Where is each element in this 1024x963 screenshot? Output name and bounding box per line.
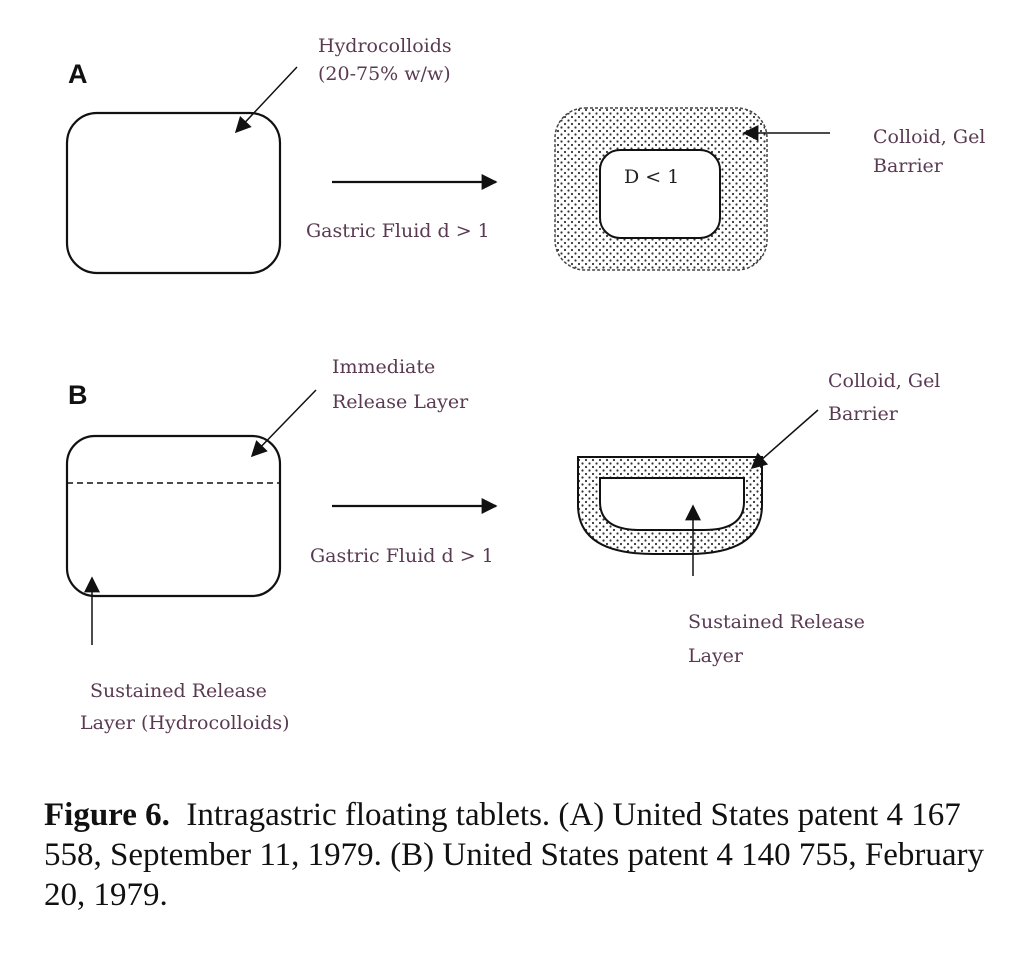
barrier-label-b-line2: Barrier — [828, 403, 899, 425]
tablet-a-before — [65, 111, 282, 275]
hydrocolloids-pointer-arrow — [234, 66, 298, 134]
immediate-label-line2: Release Layer — [332, 391, 469, 413]
hydrocolloids-label-line1: Hydrocolloids — [318, 35, 452, 57]
tablet-core-a — [599, 149, 721, 239]
panel-a-letter: A — [68, 59, 88, 89]
floating-tablets-diagram: A Hydrocolloids (20-75% w/w) Gastric Flu… — [65, 35, 985, 734]
immediate-label-line1: Immediate — [332, 356, 435, 378]
core-density-label: D < 1 — [624, 166, 679, 188]
sustained-right-line1: Sustained Release — [688, 611, 865, 633]
sustained-left-line2: Layer (Hydrocolloids) — [80, 712, 290, 734]
barrier-pointer-arrow-b — [750, 409, 819, 470]
immediate-layer-pointer-arrow — [250, 389, 317, 458]
figure-caption: Figure 6. Intragastric floating tablets.… — [44, 795, 994, 915]
figure-caption-text: Intragastric floating tablets. (A) Unite… — [44, 797, 985, 913]
barrier-label-a-line2: Barrier — [873, 155, 944, 177]
tablet-b-before — [65, 434, 282, 598]
panel-b-letter: B — [68, 380, 88, 410]
sustained-left-line1: Sustained Release — [90, 680, 267, 702]
figure-caption-label: Figure 6. — [44, 797, 170, 833]
barrier-label-a-line1: Colloid, Gel — [873, 126, 985, 148]
sustained-right-line2: Layer — [688, 645, 744, 667]
gastric-fluid-label-a: Gastric Fluid d > 1 — [306, 220, 490, 242]
barrier-label-b-line1: Colloid, Gel — [828, 370, 940, 392]
sustained-release-core-b — [599, 477, 745, 531]
gastric-fluid-label-b: Gastric Fluid d > 1 — [310, 545, 494, 567]
hydrocolloids-label-line2: (20-75% w/w) — [318, 63, 451, 85]
